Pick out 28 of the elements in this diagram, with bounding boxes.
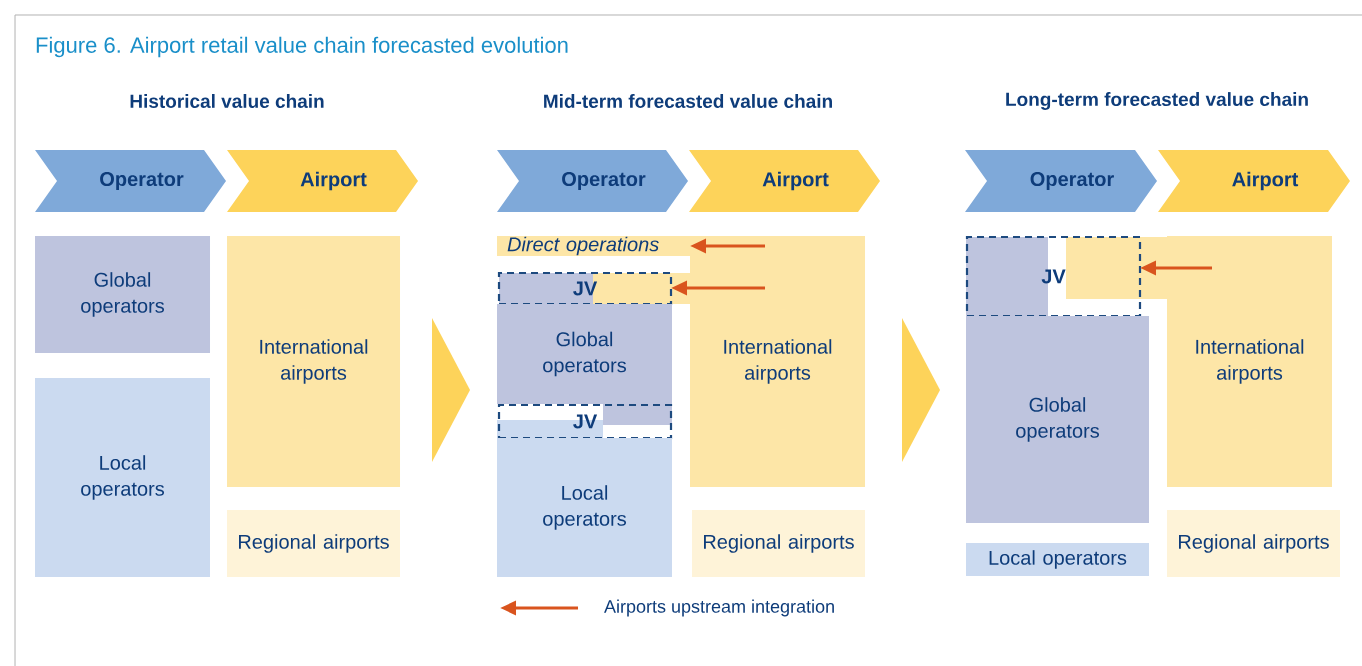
category-band: Direct operations	[497, 236, 690, 256]
node-label: Direct operations	[507, 236, 659, 256]
figure-title: Figure 6. Airport retail value chain forecasted evolution	[36, 36, 568, 58]
chevron-header: Operator	[965, 150, 1157, 212]
joint-venture-box: JV	[497, 403, 673, 440]
node-label: Local operators	[543, 485, 627, 530]
category-box: International airports	[690, 236, 865, 487]
category-box: International airports	[1167, 236, 1332, 487]
chevron-header: Airport	[227, 150, 418, 212]
category-box: Local operators	[35, 378, 210, 577]
category-box: Regional airports	[227, 510, 400, 577]
node-label: Global operators	[543, 331, 627, 377]
chevron-header: Operator	[497, 150, 688, 212]
column-heading: Mid-term forecasted value chain	[544, 94, 832, 108]
column-heading: Historical value chain	[130, 94, 324, 108]
category-box: Local operators	[966, 543, 1149, 576]
column-heading: Long-term forecasted value chain	[1006, 92, 1308, 110]
chevron-header: Operator	[35, 150, 226, 212]
category-box: International airports	[227, 236, 400, 487]
category-box: Global operators	[966, 316, 1149, 523]
joint-venture-box: JV	[965, 235, 1167, 318]
category-box: Global operators	[35, 236, 210, 353]
chevron-header: Airport	[689, 150, 880, 212]
category-box: Regional airports	[692, 510, 865, 577]
joint-venture-box: JV	[497, 271, 690, 306]
category-box: Regional airports	[1167, 510, 1340, 577]
chevron-header: Airport	[1158, 150, 1350, 212]
legend-text: Airports upstream integration	[604, 599, 834, 617]
